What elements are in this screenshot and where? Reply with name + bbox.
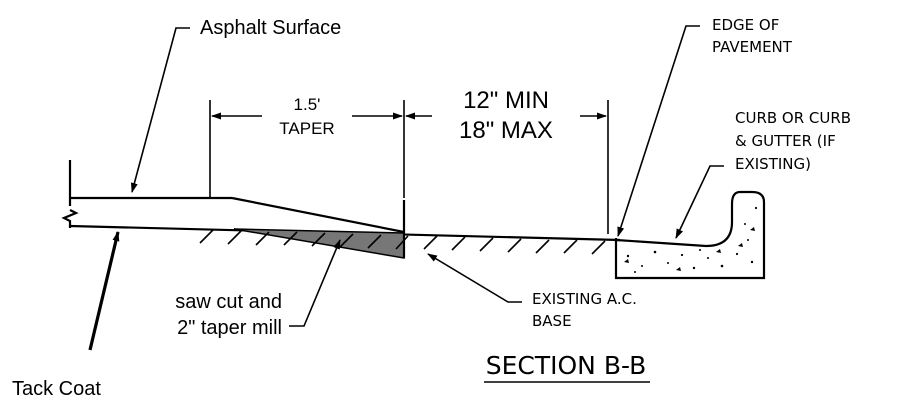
asphalt-surface-leader [130, 27, 190, 193]
asphalt-surface-label: Asphalt Surface [200, 17, 341, 39]
asphalt-taper-line [231, 196, 405, 234]
saw-cut-label-line2: 2" taper mill [177, 317, 282, 339]
existing-base-leader [427, 253, 522, 303]
curb-label-line3: EXISTING) [735, 155, 811, 173]
edge-pavement-line2: PAVEMENT [712, 38, 793, 56]
edge-pavement-line1: EDGE OF [712, 16, 779, 34]
tack-coat-arrow [88, 231, 120, 351]
ground-hatching [199, 229, 606, 255]
max-dimension-label: 18" MAX [459, 117, 553, 144]
saw-cut-leader [289, 239, 341, 327]
taper-word-label: TAPER [279, 119, 334, 138]
break-line [61, 160, 79, 228]
curb-leader [675, 165, 724, 239]
curb-and-gutter [614, 190, 766, 280]
pavement-section [61, 160, 766, 280]
concrete-stipple [624, 206, 758, 273]
edge-pavement-leader [617, 25, 700, 237]
dimension-taper: 1.5' TAPER [209, 95, 405, 198]
curb-label-line2: & GUTTER (IF [735, 132, 836, 150]
curb-label-line1: CURB OR CURB [735, 109, 851, 127]
mill-area [233, 228, 405, 259]
saw-cut-label-line1: saw cut and [175, 291, 282, 313]
tack-coat-label: Tack Coat [12, 378, 101, 400]
existing-base-line1: EXISTING A.C. [532, 290, 637, 308]
taper-dimension-label: 1.5' [294, 95, 321, 114]
dimension-min-max: 12" MIN 18" MAX [405, 87, 609, 234]
min-dimension-label: 12" MIN [463, 87, 549, 114]
section-title: SECTION B-B [486, 351, 647, 380]
existing-base-line2: BASE [532, 312, 572, 330]
